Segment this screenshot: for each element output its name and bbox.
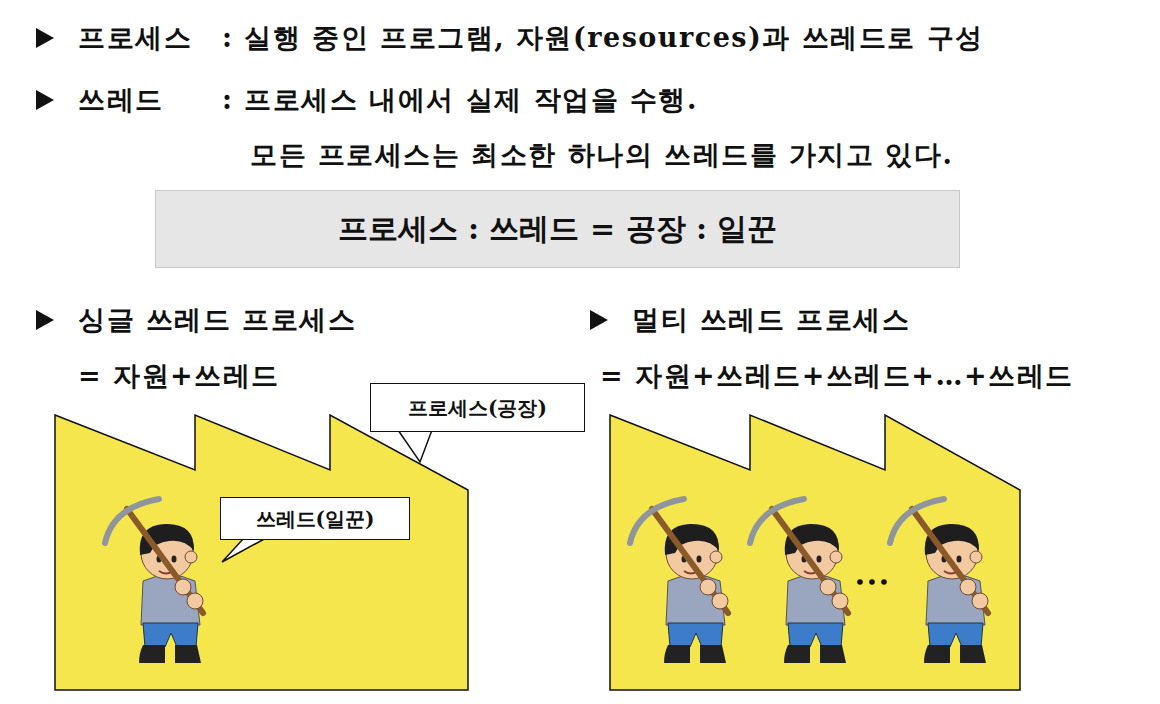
factory-outline	[610, 415, 1020, 690]
definition-text: : 실행 중인 프로그램, 자원(resources)과 쓰레드로 구성	[222, 22, 984, 54]
worker-figure	[105, 499, 203, 663]
ellipsis-dot	[869, 579, 875, 585]
bullet-triangle	[36, 310, 54, 330]
node-text: 프로세스(공장)	[408, 396, 547, 420]
formula-text: = 자원+쓰레드+쓰레드+…+쓰레드	[600, 360, 1074, 392]
callout-tail	[222, 538, 266, 562]
analogy-box: 프로세스 : 쓰레드 = 공장 : 일꾼	[155, 190, 960, 268]
bullet-triangle	[36, 28, 54, 48]
node-text: 프로세스 : 쓰레드 = 공장 : 일꾼	[338, 211, 778, 247]
formula-text: = 자원+쓰레드	[78, 360, 280, 392]
callout-box: 프로세스(공장)	[370, 383, 585, 432]
term-label: 프로세스	[78, 22, 192, 54]
definition-text: : 프로세스 내에서 실제 작업을 수행.	[222, 84, 698, 116]
callout-tail	[398, 430, 432, 462]
worker-figure	[750, 499, 848, 663]
ellipsis-dot	[881, 579, 887, 585]
callout-box: 쓰레드(일꾼)	[220, 497, 410, 540]
bullet-triangle	[590, 310, 608, 330]
term-label: 쓰레드	[78, 84, 164, 116]
bullet-triangle	[36, 90, 54, 110]
section-heading: 싱글 쓰레드 프로세스	[78, 304, 356, 336]
definition-text: 모든 프로세스는 최소한 하나의 쓰레드를 가지고 있다.	[250, 139, 953, 171]
ellipsis-dot	[857, 579, 863, 585]
factory-outline	[55, 415, 468, 690]
section-heading: 멀티 쓰레드 프로세스	[632, 304, 910, 336]
worker-figure	[890, 499, 988, 663]
node-text: 쓰레드(일꾼)	[256, 507, 375, 531]
worker-figure	[630, 499, 728, 663]
